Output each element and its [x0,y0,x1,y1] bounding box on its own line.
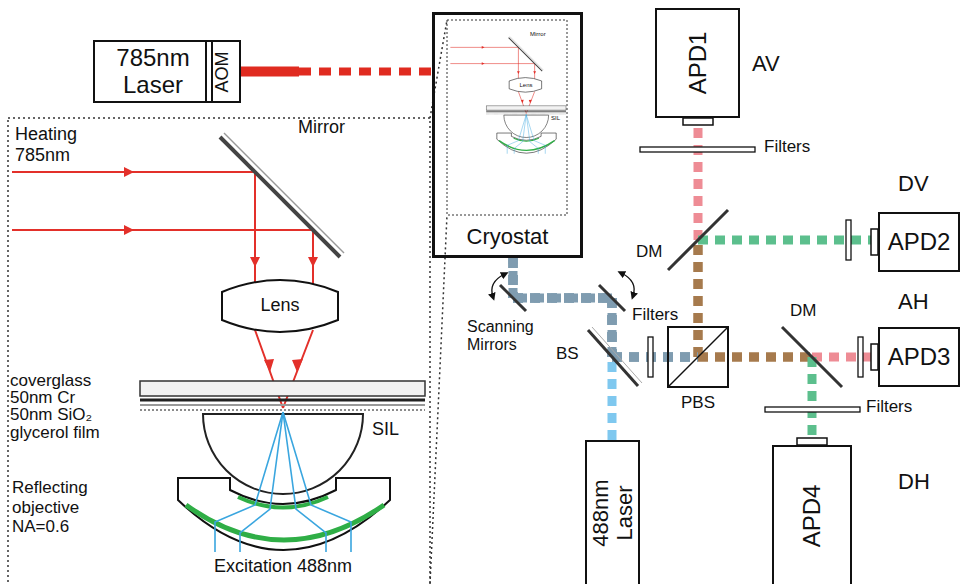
beam-label: Heating 785nm [15,124,125,165]
part-label: Reflecting objective NA=0.6 [12,478,117,537]
light-beam [513,258,812,445]
part-label: Filters [632,306,678,325]
thumb-label: SIL [551,115,560,122]
part-label: BS [556,345,579,364]
box-text: 785nm Laser [95,45,211,98]
channel-label: AV [752,52,780,76]
detector-box: APD1 [655,8,740,118]
detector-box: APD2 [878,212,960,272]
detector-box: APD4 [772,445,852,584]
cryostat-box: Cryostat [432,12,583,258]
part-label: DM [790,302,816,321]
thumb-label: Lens [519,82,532,89]
light-beam [513,258,612,440]
laser-box: 488nm Laser [585,440,640,584]
layer-label: 50nm SiO₂ [10,406,92,423]
layer-label: coverglass [10,372,91,389]
part-label: SIL [372,420,399,440]
light-beam [513,258,878,357]
channel-label: DH [898,470,930,494]
box-text: AOM [213,44,233,99]
layer-label: 50nm Cr [10,389,75,406]
part-label: Lens [260,296,299,316]
detector-box: APD3 [878,327,960,387]
part-label: Scanning Mirrors [467,318,547,355]
part-label: DM [636,243,662,262]
sample-inset [12,133,425,552]
laser-box: 785nm Laser [93,40,213,103]
channel-label: AH [898,290,929,314]
layer-label: glycerol film [10,424,100,441]
box-text: APD4 [799,449,825,582]
box-text: APD1 [684,12,710,114]
part-label: Mirror [298,118,345,138]
channel-label: DV [898,172,929,196]
part-label: Filters [764,138,810,157]
thumb-label: Mirror [530,31,546,38]
box-text: Cryostat [467,225,549,249]
light-beam [241,71,432,72]
box-text: 488nm Laser [588,463,636,563]
part-label: PBS [681,394,715,413]
beam-label: Excitation 488nm [214,557,352,577]
part-label: Filters [866,398,912,417]
box-text: APD3 [888,344,951,370]
modulator-box: AOM [205,40,241,103]
box-text: APD2 [888,229,951,255]
